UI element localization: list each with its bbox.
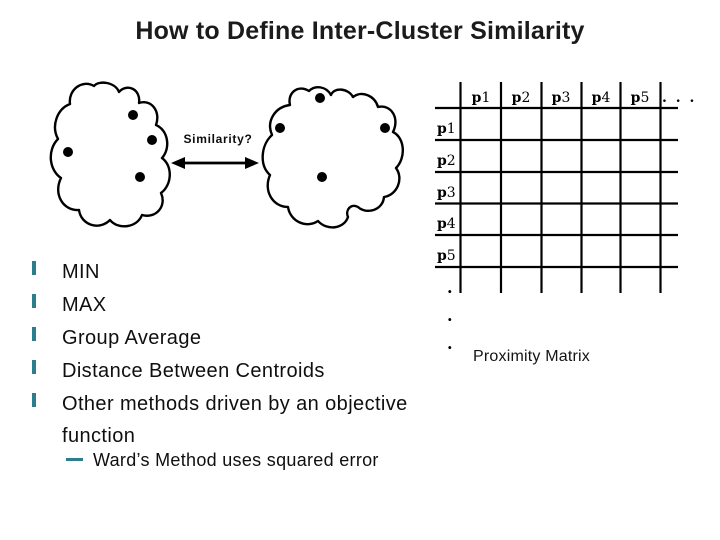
matrix-row-header-p1: p1: [437, 121, 456, 137]
cluster-point: [317, 172, 327, 182]
sub-list-item: Ward’s Method uses squared error: [66, 448, 379, 472]
bullet-marker: [32, 294, 36, 308]
dash-bullet-marker: [66, 458, 83, 461]
matrix-col-continuation: . . .: [662, 90, 697, 106]
list-item-label: Distance Between Centroids: [62, 360, 325, 382]
matrix-row-header-p3: p3: [437, 185, 456, 201]
matrix-col-header-p4: p4: [591, 90, 611, 106]
list-item: Other methods driven by an objective fun…: [32, 388, 427, 452]
list-item: MIN: [32, 256, 100, 288]
cluster-point: [128, 110, 138, 120]
list-item-label: MIN: [62, 261, 100, 283]
bullet-marker: [32, 360, 36, 374]
matrix-col-header-p5: p5: [630, 90, 650, 106]
sub-list-item-label: Ward’s Method uses squared error: [93, 450, 379, 470]
similarity-label: Similarity?: [183, 132, 253, 146]
matrix-row-header-p2: p2: [437, 153, 456, 169]
right-cluster-outline: [261, 86, 404, 229]
matrix-row-continuation-dot: .: [447, 334, 453, 353]
matrix-col-header-p1: p1: [471, 90, 491, 106]
cluster-point: [63, 147, 73, 157]
list-item-label: Group Average: [62, 327, 202, 349]
slide-title: How to Define Inter-Cluster Similarity: [135, 17, 585, 45]
list-item: Distance Between Centroids: [32, 355, 325, 387]
matrix-row-continuation-dot: .: [447, 278, 453, 297]
cluster-point: [275, 123, 285, 133]
bullet-marker: [32, 327, 36, 341]
matrix-col-header-p2: p2: [511, 90, 531, 106]
matrix-col-header-p3: p3: [551, 90, 571, 106]
proximity-matrix-caption: Proximity Matrix: [473, 348, 590, 365]
list-item-label: MAX: [62, 294, 107, 316]
left-cluster-points: [63, 110, 157, 182]
cluster-point: [315, 93, 325, 103]
proximity-matrix-grid: [435, 82, 678, 293]
bullet-marker: [32, 393, 36, 407]
matrix-row-header-p4: p4: [437, 216, 456, 232]
matrix-row-continuation-dot: .: [447, 306, 453, 325]
right-cluster-points: [275, 93, 390, 182]
cluster-point: [380, 123, 390, 133]
cluster-point: [147, 135, 157, 145]
list-item-label: Other methods driven by an objective fun…: [62, 393, 408, 447]
list-item: Group Average: [32, 322, 201, 354]
bullet-marker: [32, 261, 36, 275]
matrix-row-header-p5: p5: [437, 248, 456, 264]
left-cluster-outline: [49, 81, 171, 228]
similarity-arrow: [171, 157, 259, 169]
list-item: MAX: [32, 289, 107, 321]
cluster-point: [135, 172, 145, 182]
